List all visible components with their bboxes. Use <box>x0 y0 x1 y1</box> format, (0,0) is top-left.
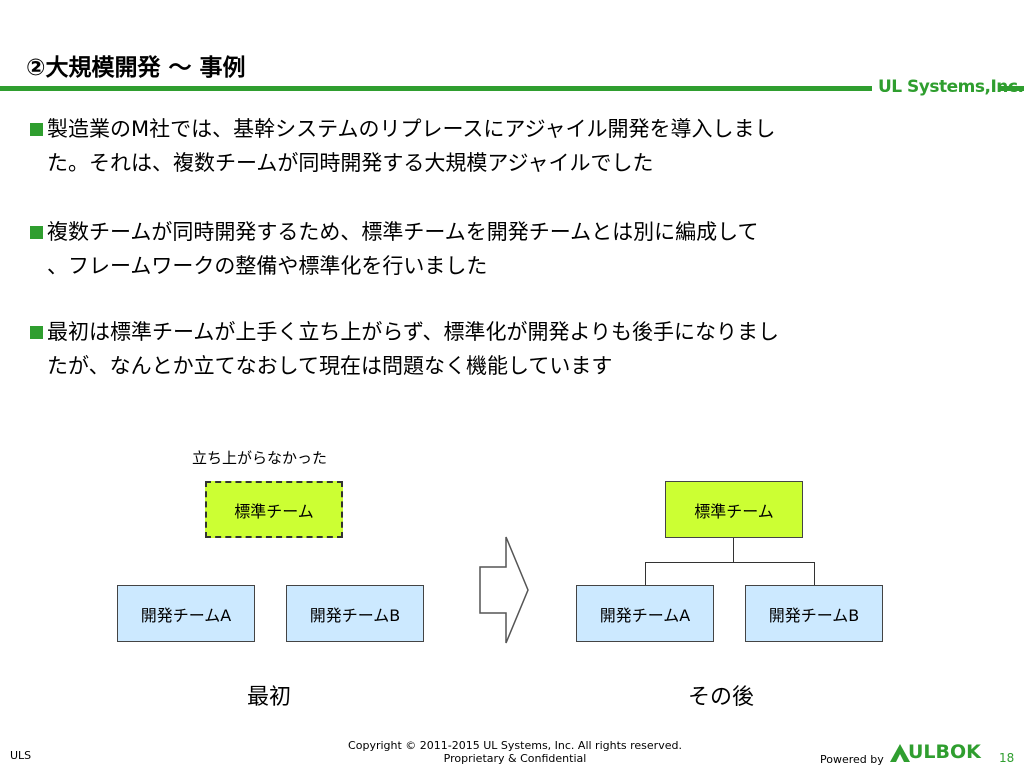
dev-team-b-box-after: 開発チームB <box>745 585 883 642</box>
footer-left-label: ULS <box>10 749 32 762</box>
bullet-marker <box>30 326 43 339</box>
standard-team-label: 標準チーム <box>234 501 314 521</box>
bullet-item-1: 製造業のM社では、基幹システムのリプレースにアジャイル開発を導入しまし た。それ… <box>47 112 776 180</box>
bullet-marker <box>30 123 43 136</box>
standard-team-box-before: 標準チーム <box>205 481 343 538</box>
dev-team-a-label: 開発チームA <box>140 605 232 625</box>
dev-team-b-box-before: 開発チームB <box>286 585 424 642</box>
bullet-marker <box>30 226 43 239</box>
bullet-line: た。それは、複数チームが同時開発する大規模アジャイルでした <box>47 151 654 175</box>
caption-after: その後 <box>688 685 755 710</box>
header-rule <box>0 86 872 91</box>
bullet-line: たが、なんとか立てなおして現在は問題なく機能しています <box>47 354 613 378</box>
connector-line <box>814 562 815 585</box>
connector-line <box>645 562 646 585</box>
bullet-line: 最初は標準チームが上手く立ち上がらず、標準化が開発よりも後手になりまし <box>47 320 780 344</box>
failure-note: 立ち上がらなかった <box>192 449 328 467</box>
copyright-text: Copyright © 2011-2015 UL Systems, Inc. A… <box>348 739 682 752</box>
dev-team-b-label: 開発チームB <box>309 605 401 625</box>
bullet-item-3: 最初は標準チームが上手く立ち上がらず、標準化が開発よりも後手になりまし たが、な… <box>47 315 779 383</box>
connector-line <box>733 538 734 562</box>
dev-team-a-box-after: 開発チームA <box>576 585 714 642</box>
brand-logo: UL Systems,Inc. <box>878 77 1024 97</box>
standard-team-box-after: 標準チーム <box>665 481 803 538</box>
dev-team-a-label: 開発チームA <box>599 605 691 625</box>
page-number: 18 <box>999 751 1015 765</box>
standard-team-label: 標準チーム <box>694 501 774 521</box>
bullet-item-2: 複数チームが同時開発するため、標準チームを開発チームとは別に編成して 、フレーム… <box>47 215 758 283</box>
caption-before: 最初 <box>247 685 292 710</box>
bullet-line: 製造業のM社では、基幹システムのリプレースにアジャイル開発を導入しまし <box>47 117 776 141</box>
dev-team-b-label: 開発チームB <box>768 605 860 625</box>
slide-title: ②大規模開発 ～ 事例 <box>26 55 246 81</box>
bullet-line: 複数チームが同時開発するため、標準チームを開発チームとは別に編成して <box>47 220 759 244</box>
dev-team-a-box-before: 開発チームA <box>117 585 255 642</box>
connector-line <box>645 562 815 563</box>
header-rule-right <box>1000 86 1024 91</box>
transition-arrow-icon <box>479 536 529 644</box>
ulbok-mountain-icon <box>890 744 910 762</box>
ulbok-logo: ULBOK <box>908 741 981 763</box>
bullet-line: 、フレームワークの整備や標準化を行いました <box>47 254 488 278</box>
confidential-text: Proprietary & Confidential <box>443 752 587 765</box>
footer-copyright: Copyright © 2011-2015 UL Systems, Inc. A… <box>335 739 695 765</box>
powered-by-label: Powered by <box>820 753 884 766</box>
